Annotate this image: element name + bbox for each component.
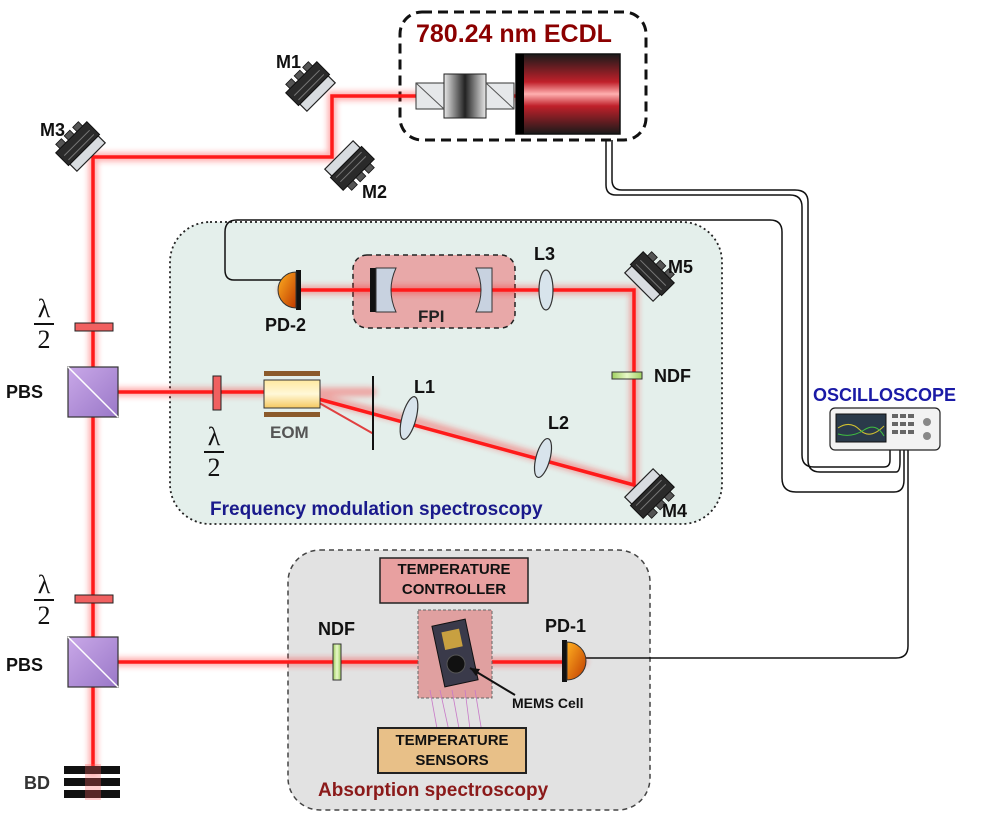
pd2-label: PD-2: [265, 315, 307, 335]
lens-l2: [533, 437, 553, 479]
lens-l3: [538, 269, 554, 311]
mirror-m1-label: M1: [276, 52, 302, 72]
fpi-mirrors: [370, 267, 493, 313]
ndf-abs-label: NDF: [318, 619, 355, 639]
lens-l2-label: L2: [548, 413, 570, 433]
temperature-sensors-box: [377, 727, 527, 774]
signal-cables: [224, 140, 909, 659]
temp-sensors-line-2: SENSORS: [415, 752, 489, 769]
lens-l1: [399, 396, 419, 440]
photodiode-pd2: [277, 270, 301, 310]
beam-dump-label: BD: [24, 773, 50, 793]
fm-spectroscopy-panel: [169, 221, 723, 525]
laser-title: 780.24 nm ECDL: [416, 20, 612, 48]
mirror-m3-label: M3: [40, 120, 66, 140]
ndf-fm: [611, 371, 643, 380]
pbs-cube-1: [67, 366, 119, 418]
mirror-m4-label: M4: [662, 501, 688, 521]
temp-controller-line-2: CONTROLLER: [401, 581, 507, 598]
ndf-abs: [332, 643, 342, 681]
oscilloscope-device: [829, 407, 941, 451]
ecdl-laser-body: [515, 53, 621, 135]
pbs-label-2: PBS: [6, 655, 44, 675]
mems-cell-label: MEMS Cell: [512, 695, 584, 711]
eom-crystal: [263, 371, 321, 417]
eom-label: EOM: [270, 423, 309, 442]
laser-aperture: [516, 54, 524, 134]
mirror-m2-label: M2: [362, 182, 388, 202]
photodiode-pd1: [562, 640, 587, 682]
half-wave-plate-1: [74, 322, 114, 332]
absorption-section-title: Absorption spectroscopy: [318, 780, 549, 801]
lens-l3-label: L3: [534, 244, 556, 264]
ndf-fm-label: NDF: [654, 366, 691, 386]
beam-dump: [64, 764, 120, 800]
fm-section-title: Frequency modulation spectroscopy: [210, 499, 543, 520]
mirror-m5-label: M5: [668, 257, 694, 277]
mems-cell-assembly: [417, 609, 493, 746]
lens-l1-label: L1: [414, 377, 436, 397]
half-wave-plate-3: [74, 594, 114, 604]
pbs-cube-2: [67, 636, 119, 688]
temperature-controller-box: [379, 557, 529, 604]
oscilloscope-label: OSCILLOSCOPE: [813, 385, 957, 405]
fpi-label: FPI: [418, 307, 445, 326]
temp-controller-line-1: TEMPERATURE: [397, 561, 511, 578]
pbs-label-1: PBS: [6, 382, 44, 402]
temp-sensors-line-1: TEMPERATURE: [395, 732, 509, 749]
isolator-core: [443, 73, 487, 119]
pd1-label: PD-1: [545, 616, 587, 636]
half-wave-plate-2: [212, 375, 222, 411]
